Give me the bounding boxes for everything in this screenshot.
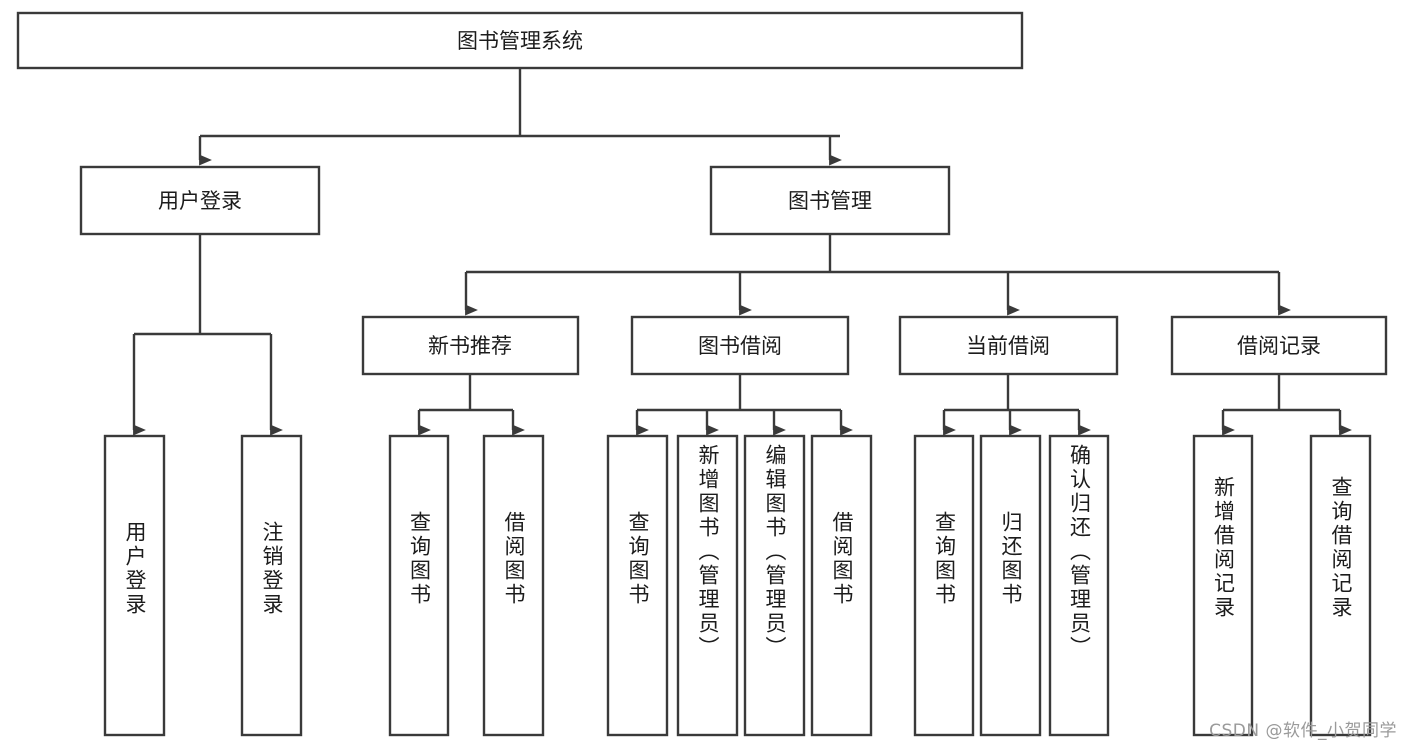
- leaf-box-edit-book[interactable]: [743, 434, 806, 737]
- connector-group-new-book: [417, 374, 525, 436]
- node-book-borrow[interactable]: 图书借阅: [630, 315, 850, 376]
- leaf-box-query-book-2[interactable]: [606, 434, 669, 737]
- leaf-box-query-book-3[interactable]: [913, 434, 975, 737]
- leaf-box-add-record[interactable]: [1192, 434, 1254, 737]
- node-borrow-record[interactable]: 借阅记录: [1170, 315, 1388, 376]
- connector-group-user-login: [132, 234, 283, 436]
- node-book-management-label: 图书管理: [788, 189, 872, 213]
- node-user-login-box[interactable]: [79, 165, 321, 236]
- connector-group-book-borrow: [635, 374, 853, 436]
- connector-group-root: [198, 68, 842, 166]
- node-new-book-recommend-label: 新书推荐: [428, 334, 512, 358]
- node-book-management-box[interactable]: [709, 165, 951, 236]
- leaf-boxes: [103, 434, 1372, 737]
- node-borrow-record-label: 借阅记录: [1237, 334, 1321, 358]
- connector-group-current-borrow: [942, 374, 1091, 436]
- node-root-box[interactable]: [16, 11, 1024, 70]
- node-book-management[interactable]: 图书管理: [709, 165, 951, 236]
- watermark-text: CSDN @软件_小贺同学: [1209, 721, 1397, 741]
- node-borrow-record-box[interactable]: [1170, 315, 1388, 376]
- node-user-login-label: 用户登录: [158, 189, 242, 213]
- node-current-borrow[interactable]: 当前借阅: [898, 315, 1119, 376]
- connector-group-borrow-record: [1221, 374, 1352, 436]
- node-book-borrow-box[interactable]: [630, 315, 850, 376]
- node-new-book-recommend-box[interactable]: [361, 315, 580, 376]
- node-root-label: 图书管理系统: [457, 29, 583, 53]
- node-root[interactable]: 图书管理系统: [16, 11, 1024, 70]
- leaf-box-query-record[interactable]: [1309, 434, 1372, 737]
- leaf-box-return-book[interactable]: [979, 434, 1042, 737]
- leaf-box-confirm-return[interactable]: [1048, 434, 1110, 737]
- connector-group-book-mgmt: [464, 234, 1291, 316]
- node-current-borrow-box[interactable]: [898, 315, 1119, 376]
- node-new-book-recommend[interactable]: 新书推荐: [361, 315, 580, 376]
- leaf-box-query-book-1[interactable]: [388, 434, 450, 737]
- node-user-login[interactable]: 用户登录: [79, 165, 321, 236]
- leaf-box-user-login[interactable]: [103, 434, 166, 737]
- leaf-box-logout[interactable]: [240, 434, 303, 737]
- node-current-borrow-label: 当前借阅: [966, 334, 1050, 358]
- node-book-borrow-label: 图书借阅: [698, 334, 782, 358]
- leaf-box-borrow-book-1[interactable]: [482, 434, 545, 737]
- leaf-box-borrow-book-2[interactable]: [810, 434, 873, 737]
- leaf-box-add-book[interactable]: [676, 434, 739, 737]
